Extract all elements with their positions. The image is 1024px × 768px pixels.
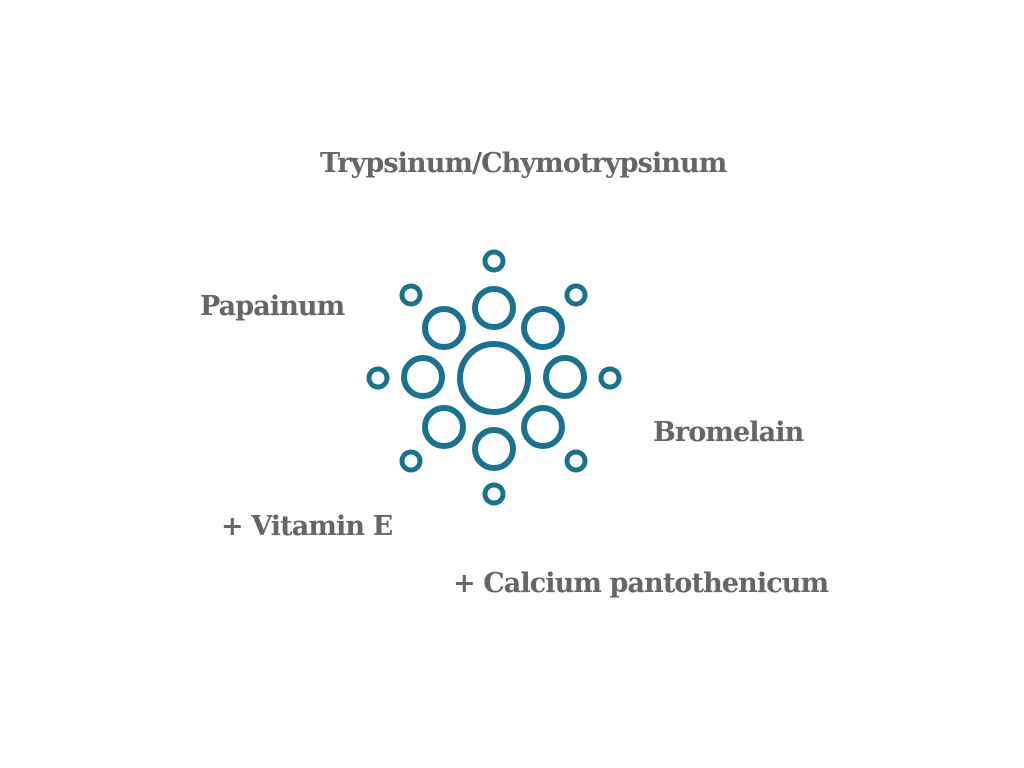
outer-circle-bottom-left <box>399 449 423 473</box>
outer-circle-top <box>482 249 506 273</box>
inner-circle-top-right <box>521 306 565 350</box>
label-bromelain: Bromelain <box>653 417 804 448</box>
outer-circle-left <box>366 366 390 390</box>
label-trypsinum-chymotrypsinum: Trypsinum/Chymotrypsinum <box>320 148 727 179</box>
outer-circle-top-left <box>399 283 423 307</box>
inner-circle-bottom <box>472 427 516 471</box>
inner-circle-top <box>472 286 516 330</box>
inner-circle-top-left <box>422 306 466 350</box>
outer-circle-bottom-right <box>564 449 588 473</box>
label-calcium-pantothenicum: + Calcium pantothenicum <box>453 568 829 599</box>
label-papainum: Papainum <box>200 291 345 322</box>
center-circle <box>457 341 531 415</box>
outer-circle-top-right <box>564 283 588 307</box>
outer-circle-bottom <box>482 482 506 506</box>
inner-circle-right <box>543 355 587 399</box>
inner-circle-bottom-left <box>422 405 466 449</box>
molecule-cluster-icon <box>366 249 622 506</box>
inner-circle-bottom-right <box>521 405 565 449</box>
inner-circle-left <box>401 355 445 399</box>
outer-circle-right <box>598 366 622 390</box>
label-vitamin-e: + Vitamin E <box>221 511 393 542</box>
